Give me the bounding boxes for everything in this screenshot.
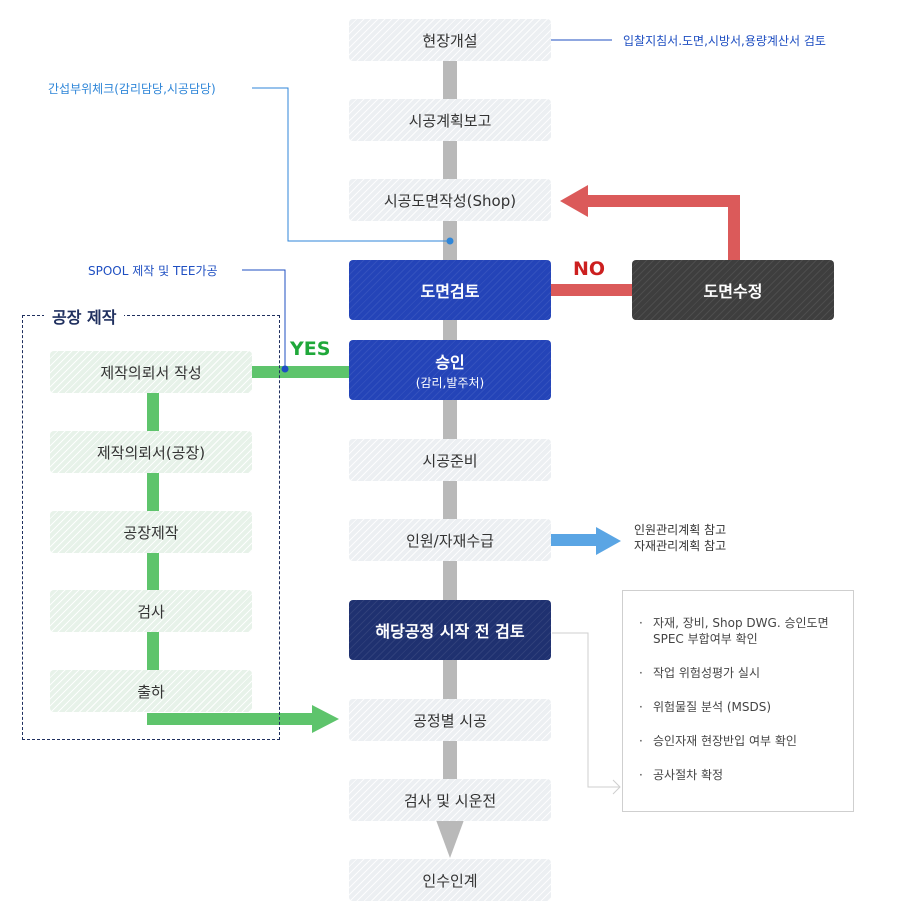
bullet-icon: · xyxy=(639,734,643,748)
step-shop-drawing[interactable]: 시공도면작성(Shop) xyxy=(349,179,551,221)
factory-step-label: 공장제작 xyxy=(123,523,179,542)
interference-note: 간섭부위체크(감리담당,시공담당) xyxy=(48,82,216,96)
factory-step-manufacture[interactable]: 공장제작 xyxy=(50,511,252,553)
supply-note: 인원관리계획 참고 자재관리계획 참고 xyxy=(634,522,726,554)
step-construction-plan-report[interactable]: 시공계획보고 xyxy=(349,99,551,141)
factory-step-label: 제작의뢰서 작성 xyxy=(100,363,202,382)
checklist-item-text: 자재, 장비, Shop DWG. 승인도면 xyxy=(653,616,829,630)
factory-step-request-write[interactable]: 제작의뢰서 작성 xyxy=(50,351,252,393)
yes-connector xyxy=(252,366,350,378)
step-drawing-revision[interactable]: 도면수정 xyxy=(632,260,834,320)
step-inspection-test-run[interactable]: 검사 및 시운전 xyxy=(349,779,551,821)
step-manpower-material[interactable]: 인원/자재수급 xyxy=(349,519,551,561)
step-label: 도면수정 xyxy=(703,282,763,301)
no-label: NO xyxy=(573,258,606,280)
checklist-item: · 자재, 장비, Shop DWG. 승인도면 SPEC 부합여부 확인 xyxy=(639,615,843,647)
factory-step-label: 출하 xyxy=(137,682,165,701)
step-handover[interactable]: 인수인계 xyxy=(349,859,551,901)
revision-arrow-icon xyxy=(560,185,588,217)
spool-note-dot xyxy=(281,365,289,373)
step-label: 도면검토 xyxy=(420,282,480,301)
factory-step-request-factory[interactable]: 제작의뢰서(공장) xyxy=(50,431,252,473)
no-connector xyxy=(551,284,633,296)
factory-step-inspection[interactable]: 검사 xyxy=(50,590,252,632)
supply-note-line: 인원관리계획 참고 xyxy=(634,523,727,537)
checklist-item-text: 위험물질 분석 (MSDS) xyxy=(653,700,772,714)
factory-title: 공장 제작 xyxy=(44,304,125,328)
revision-loop-horizontal xyxy=(585,195,740,207)
step-pre-process-review[interactable]: 해당공정 시작 전 검토 xyxy=(349,600,551,660)
shipping-arrow-icon xyxy=(312,705,339,733)
step-approval[interactable]: 승인 (감리,발주처) xyxy=(349,340,551,400)
checklist-item-text: 공사절차 확정 xyxy=(653,768,724,782)
step-label: 인원/자재수급 xyxy=(406,531,494,550)
bullet-icon: · xyxy=(639,616,643,630)
step-label: 시공도면작성(Shop) xyxy=(383,191,517,210)
bullet-icon: · xyxy=(639,666,643,680)
shipping-connector xyxy=(147,713,317,725)
factory-step-shipping[interactable]: 출하 xyxy=(50,670,252,712)
step-site-setup[interactable]: 현장개설 xyxy=(349,19,551,61)
step-label: 시공준비 xyxy=(422,451,478,470)
yes-label: YES xyxy=(290,338,331,360)
interference-note-dot xyxy=(446,237,454,245)
checklist-item-text: 작업 위험성평가 실시 xyxy=(653,666,760,680)
revision-loop-vertical xyxy=(728,195,740,261)
step-label: 인수인계 xyxy=(422,871,478,890)
step-label: 시공계획보고 xyxy=(408,111,492,130)
supply-arrow-icon xyxy=(596,527,621,555)
factory-step-label: 검사 xyxy=(137,602,165,621)
step-label: 공정별 시공 xyxy=(413,711,487,730)
pre-process-checklist: · 자재, 장비, Shop DWG. 승인도면 SPEC 부합여부 확인 · … xyxy=(622,590,854,812)
spool-note: SPOOL 제작 및 TEE가공 xyxy=(88,264,218,278)
checklist-item-text: SPEC 부합여부 확인 xyxy=(653,632,758,646)
checklist-item-text: 승인자재 현장반입 여부 확인 xyxy=(653,734,797,748)
checklist-item: · 공사절차 확정 xyxy=(639,767,843,783)
supply-connector xyxy=(551,534,599,546)
step-label: 승인 xyxy=(435,353,465,372)
checklist-item: · 위험물질 분석 (MSDS) xyxy=(639,699,843,715)
supply-note-line: 자재관리계획 참고 xyxy=(634,539,727,553)
step-construction-prep[interactable]: 시공준비 xyxy=(349,439,551,481)
bullet-icon: · xyxy=(639,768,643,782)
step-label: 검사 및 시운전 xyxy=(403,791,497,810)
step-label: 현장개설 xyxy=(422,31,478,50)
checklist-item: · 작업 위험성평가 실시 xyxy=(639,665,843,681)
checklist-item: · 승인자재 현장반입 여부 확인 xyxy=(639,733,843,749)
site-setup-note: 입찰지침서.도면,시방서,용량계산서 검토 xyxy=(623,34,826,48)
down-arrow-icon xyxy=(436,820,464,858)
step-sublabel: (감리,발주처) xyxy=(415,376,485,390)
factory-step-label: 제작의뢰서(공장) xyxy=(96,443,206,462)
step-process-construction[interactable]: 공정별 시공 xyxy=(349,699,551,741)
step-drawing-review[interactable]: 도면검토 xyxy=(349,260,551,320)
bullet-icon: · xyxy=(639,700,643,714)
step-label: 해당공정 시작 전 검토 xyxy=(375,622,525,641)
factory-frame xyxy=(22,315,280,740)
